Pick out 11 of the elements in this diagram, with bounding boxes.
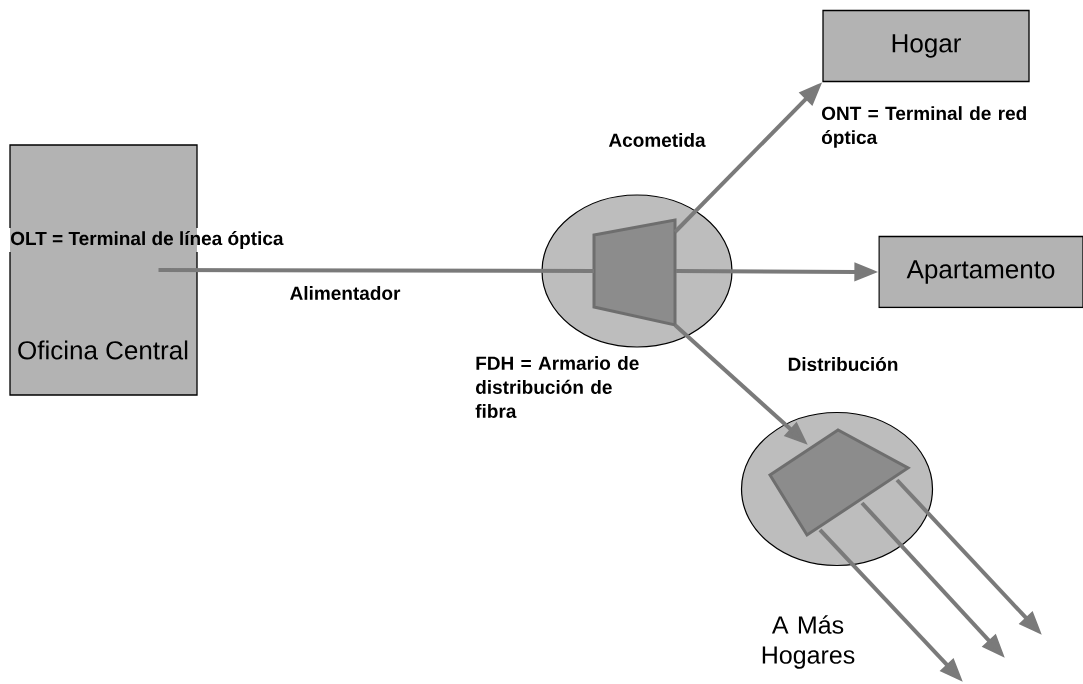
destination-label: A Más Hogares (762, 615, 855, 669)
node-label: ONT = Terminal de red óptica (821, 106, 1026, 148)
office-box: OLT = Terminal de línea óptica Oficina Central (9, 144, 284, 396)
edge-label: Alimentador (288, 285, 402, 301)
building-box: Apartamento (878, 235, 1083, 309)
node-label: FDH = Armario de distribución de fibra (475, 356, 639, 418)
building-box: Hogar (822, 9, 1030, 83)
edge-label: Distribución (786, 355, 900, 373)
edge-label: Acometida (607, 132, 707, 148)
splitter-drawing (541, 194, 733, 348)
splitter-drawing (740, 411, 934, 567)
